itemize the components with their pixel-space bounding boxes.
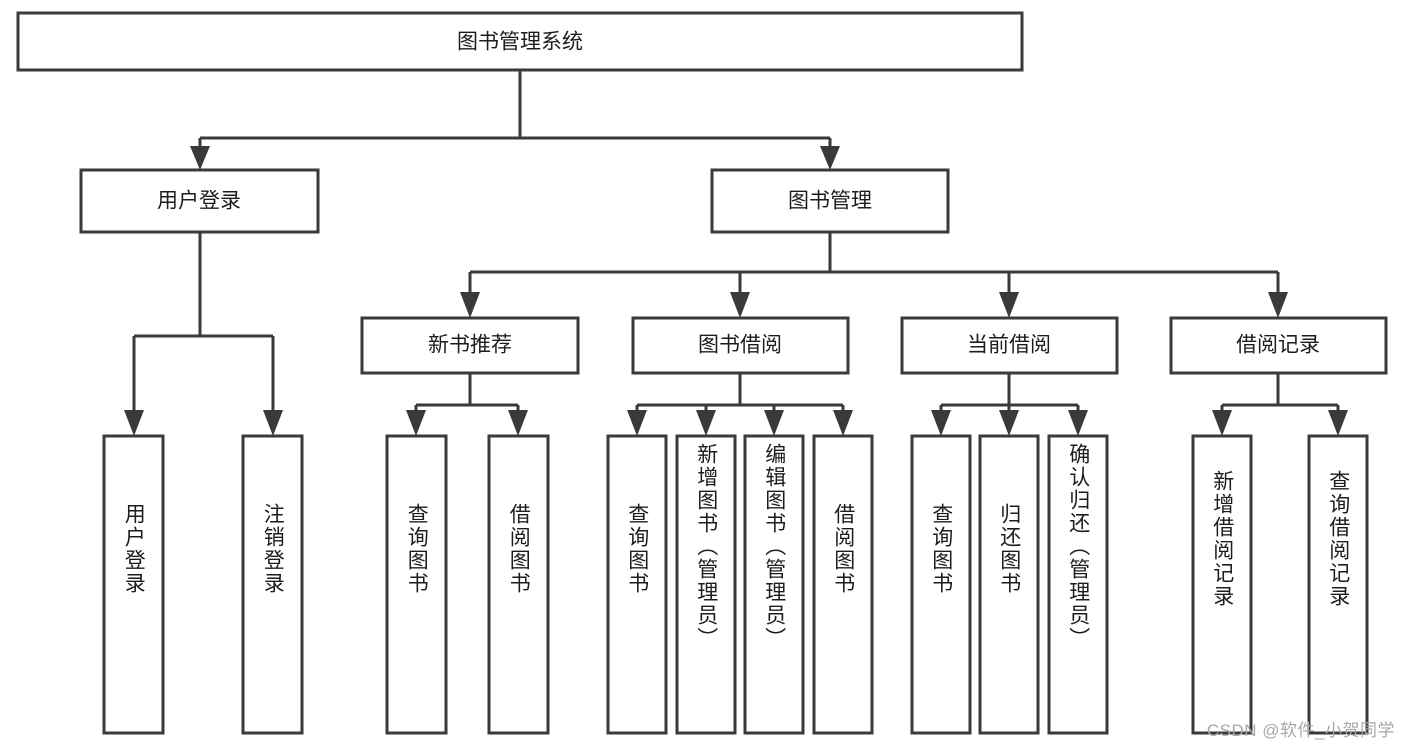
node-borrow-record[interactable]: 借阅记录: [1169, 316, 1388, 375]
node-book-manage-box[interactable]: [710, 168, 950, 234]
arrow-book-borrow-leaf4-icon: [833, 410, 853, 436]
node-new-book-recommend-label: 新书推荐: [428, 334, 512, 357]
arrow-user-login-leaf1-icon: [124, 410, 144, 436]
arrow-to-book-borrow-icon: [730, 292, 750, 318]
arrow-to-book-manage-icon: [820, 146, 840, 170]
node-leaf-edit-book-box[interactable]: [743, 434, 805, 735]
arrow-to-borrow-record-icon: [1268, 292, 1288, 318]
node-leaf-borrow-book-nb-box[interactable]: [487, 434, 550, 735]
arrow-current-borrow-leaf3-icon: [1068, 410, 1088, 436]
node-leaf-query-book-cb-box[interactable]: [910, 434, 972, 735]
edge-group-root-to-level2: [190, 70, 840, 170]
arrow-to-new-book-icon: [460, 292, 480, 318]
node-root-label: 图书管理系统: [457, 31, 583, 54]
node-root[interactable]: 图书管理系统: [16, 11, 1024, 72]
arrow-borrow-record-leaf2-icon: [1328, 410, 1348, 436]
node-leaf-confirm-return-box[interactable]: [1047, 434, 1109, 735]
arrow-user-login-leaf2-icon: [263, 410, 283, 436]
arrow-book-borrow-leaf1-icon: [627, 410, 647, 436]
node-book-manage[interactable]: 图书管理: [710, 168, 950, 234]
node-new-book-recommend[interactable]: 新书推荐: [360, 316, 580, 375]
node-leaf-logout-box[interactable]: [241, 434, 304, 735]
node-leaf-query-book-bb-box[interactable]: [606, 434, 668, 735]
edge-group-borrow-record-children: [1212, 373, 1348, 436]
node-user-login-box[interactable]: [79, 168, 320, 234]
node-leaf-return-book-box[interactable]: [978, 434, 1040, 735]
arrow-new-book-leaf1-icon: [406, 410, 426, 436]
edge-group-book-borrow-children: [627, 373, 853, 436]
node-borrow-record-label: 借阅记录: [1236, 334, 1320, 357]
node-leaf-borrow-book-bb-box[interactable]: [812, 434, 874, 735]
arrow-new-book-leaf2-icon: [508, 410, 528, 436]
node-leaf-query-book-nb-box[interactable]: [385, 434, 448, 735]
node-current-borrow-box[interactable]: [900, 316, 1119, 375]
node-current-borrow[interactable]: 当前借阅: [900, 316, 1119, 375]
node-root-box[interactable]: [16, 11, 1024, 72]
arrow-current-borrow-leaf1-icon: [931, 410, 951, 436]
node-current-borrow-label: 当前借阅: [967, 334, 1051, 357]
node-book-borrow-label: 图书借阅: [698, 334, 782, 357]
arrow-current-borrow-leaf2-icon: [999, 410, 1019, 436]
node-book-borrow-box[interactable]: [631, 316, 850, 375]
edge-group-user-login-children: [124, 232, 283, 436]
node-user-login[interactable]: 用户登录: [79, 168, 320, 234]
node-book-borrow[interactable]: 图书借阅: [631, 316, 850, 375]
node-leaf-add-record-box[interactable]: [1191, 434, 1253, 735]
node-leaf-user-login-box[interactable]: [102, 434, 165, 735]
node-leaf-query-record-box[interactable]: [1307, 434, 1369, 735]
edge-group-current-borrow-children: [931, 373, 1088, 436]
edge-group-book-manage-children: [460, 232, 1288, 318]
node-borrow-record-box[interactable]: [1169, 316, 1388, 375]
node-book-manage-label: 图书管理: [788, 190, 872, 213]
node-user-login-label: 用户登录: [157, 190, 241, 213]
arrow-to-current-borrow-icon: [999, 292, 1019, 318]
node-new-book-recommend-box[interactable]: [360, 316, 580, 375]
watermark-text: CSDN @软件_小贺同学: [1206, 721, 1395, 740]
node-leaf-add-book-box[interactable]: [675, 434, 737, 735]
arrow-book-borrow-leaf2-icon: [696, 410, 716, 436]
edge-group-new-book-children: [406, 373, 528, 436]
arrow-book-borrow-leaf3-icon: [764, 410, 784, 436]
arrow-to-user-login-icon: [190, 146, 210, 170]
arrow-borrow-record-leaf1-icon: [1212, 410, 1232, 436]
